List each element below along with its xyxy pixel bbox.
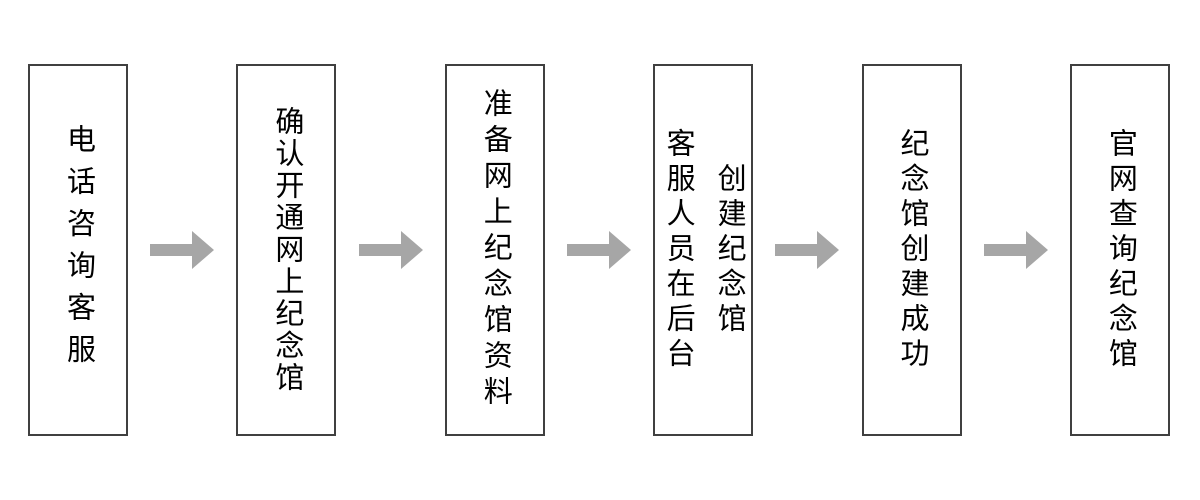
arrow-right-icon (983, 231, 1048, 269)
flow-step-label: 确认开通网上纪念馆 (270, 106, 303, 394)
flow-step-label: 纪念馆创建成功 (896, 127, 928, 373)
flow-step-create-success: 纪念馆创建成功 (861, 64, 962, 436)
flow-step-label-columns: 客服人员在后台 创建纪念馆 (662, 127, 746, 373)
flow-step-prepare-materials: 准备网上纪念馆资料 (444, 64, 545, 436)
arrow-right-icon (775, 231, 840, 269)
flowchart-row: 电话咨询客服 确认开通网上纪念馆 准备网上纪念馆资料 客服人员在后台 创建纪念馆 (28, 0, 1170, 500)
flow-step-confirm-open: 确认开通网上纪念馆 (236, 64, 337, 436)
arrow-right-icon (566, 231, 631, 269)
flow-step-label: 电话咨询客服 (62, 124, 95, 376)
flow-step-official-site-query: 官网查询纪念馆 (1069, 64, 1170, 436)
arrow-right-icon (150, 231, 215, 269)
flow-step-label-line-2: 创建纪念馆 (713, 162, 746, 338)
flow-step-phone-consult: 电话咨询客服 (28, 64, 128, 436)
flow-step-backend-create: 客服人员在后台 创建纪念馆 (653, 64, 754, 436)
flow-step-label: 准备网上纪念馆资料 (479, 88, 512, 412)
flow-step-label: 官网查询纪念馆 (1104, 127, 1137, 373)
flow-step-label-line-1: 客服人员在后台 (662, 127, 695, 373)
arrow-right-icon (358, 231, 423, 269)
